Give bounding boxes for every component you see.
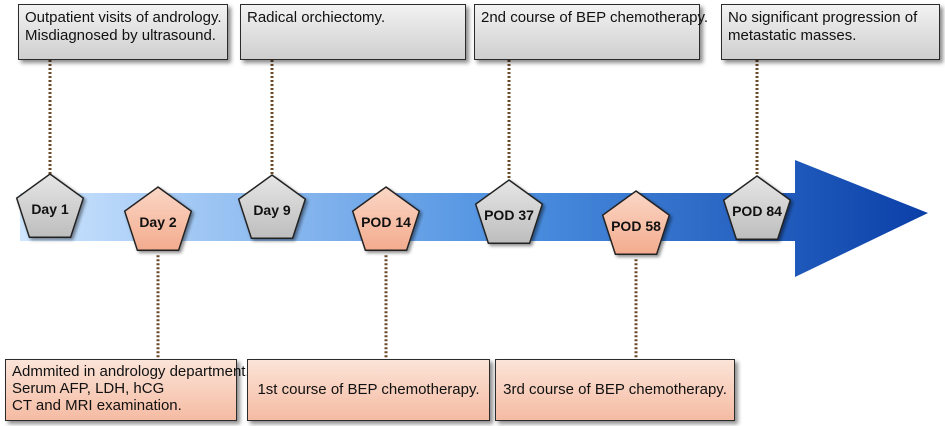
event-node (722, 175, 792, 241)
event-node-label: POD 84 (732, 203, 782, 219)
event-description-line: Radical orchiectomy. (247, 9, 386, 26)
event-description-line: Admmited in andrology department. (12, 363, 250, 380)
event-node-label: POD 37 (484, 207, 534, 223)
event-node (474, 179, 544, 245)
event-description-line: metastatic masses. (728, 27, 857, 44)
event-node (601, 190, 671, 256)
event-description-line: Misdiagnosed by ultrasound. (25, 27, 216, 44)
event-description-box: 1st course of BEP chemotherapy. (247, 359, 490, 421)
event-node-label: POD 14 (361, 214, 411, 230)
event-node (351, 186, 421, 252)
event-description-box: 3rd course of BEP chemotherapy. (495, 359, 735, 421)
event-description-line: 2nd course of BEP chemotherapy. (481, 9, 709, 26)
event-node (123, 186, 193, 252)
event-description-box: Radical orchiectomy. (240, 4, 466, 60)
event-description-box: Admmited in andrology department.Serum A… (5, 359, 250, 421)
event-node-label: Day 1 (31, 201, 69, 217)
event-description-box: 2nd course of BEP chemotherapy. (474, 4, 709, 60)
event-description-line: Serum AFP, LDH, hCG (12, 380, 165, 397)
event-node-label: Day 9 (253, 202, 291, 218)
event-description-line: 1st course of BEP chemotherapy. (257, 381, 480, 398)
event-node (15, 173, 85, 239)
event-description-line: Outpatient visits of andrology. (25, 9, 222, 26)
event-description-line: 3rd course of BEP chemotherapy. (503, 381, 727, 398)
event-node (237, 174, 307, 240)
event-node-label: Day 2 (139, 214, 177, 230)
timeline-arrow (20, 160, 928, 277)
event-description-box: Outpatient visits of andrology.Misdiagno… (18, 4, 228, 60)
event-description-line: CT and MRI examination. (12, 397, 182, 414)
event-node-label: POD 58 (611, 218, 661, 234)
event-description-line: No significant progression of (728, 9, 918, 26)
